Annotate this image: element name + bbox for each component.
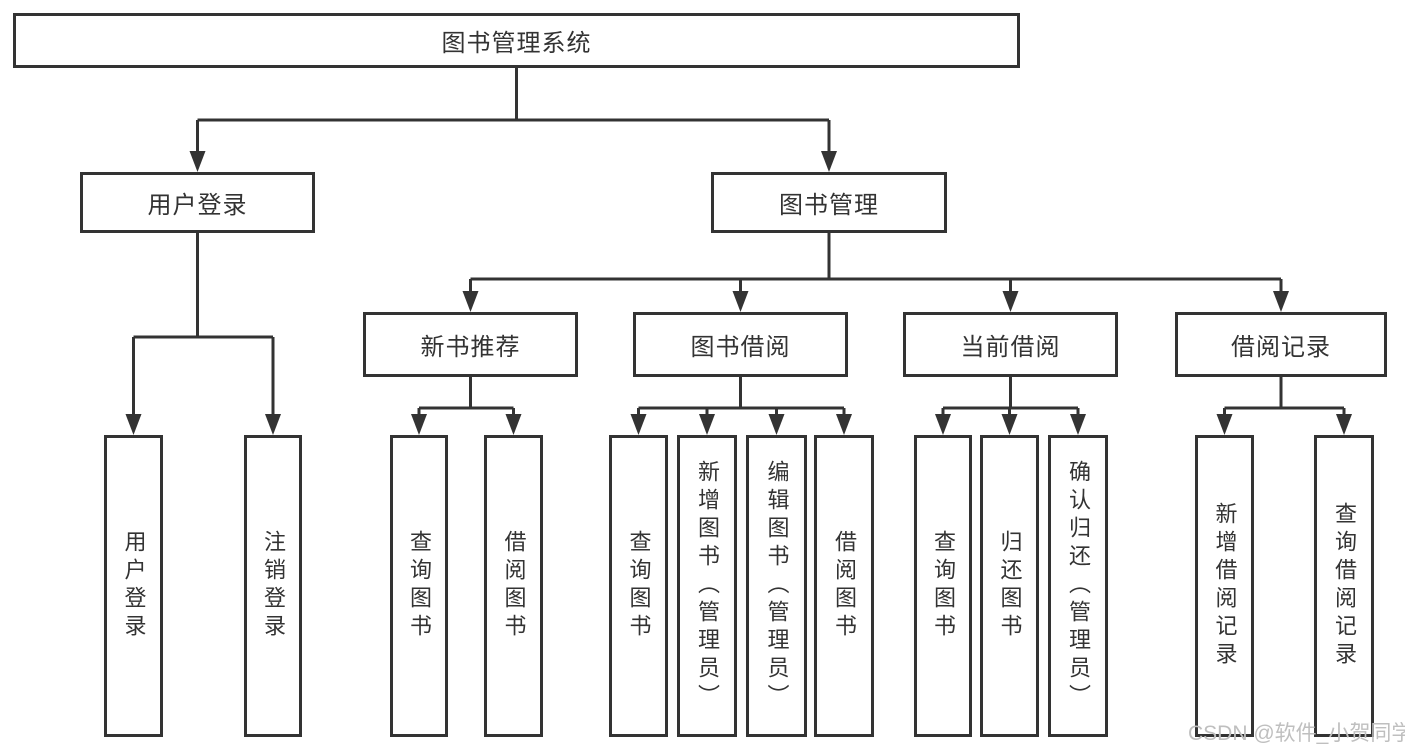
- leaf-add-borrow-record: 新增借阅记录: [1195, 435, 1254, 737]
- leaf-borrow-book: 借阅图书: [814, 435, 874, 737]
- leaf-borrow-book-recommend: 借阅图书: [484, 435, 543, 737]
- node-book-management-branch: 图书管理: [711, 172, 947, 233]
- leaf-query-borrow-record: 查询借阅记录: [1314, 435, 1374, 737]
- leaf-query-book-borrow: 查询图书: [609, 435, 668, 737]
- connector-paths: [132, 68, 1346, 425]
- leaf-edit-book-admin: 编辑图书（管理员）: [746, 435, 807, 737]
- node-book-borrowing: 图书借阅: [633, 312, 848, 377]
- leaf-return-book: 归还图书: [980, 435, 1039, 737]
- leaf-query-book-current: 查询图书: [914, 435, 972, 737]
- leaf-add-book-admin: 新增图书（管理员）: [677, 435, 737, 737]
- leaf-query-book-recommend: 查询图书: [390, 435, 448, 737]
- node-current-borrowing: 当前借阅: [903, 312, 1118, 377]
- csdn-watermark: CSDN @软件_小贺同学: [1188, 722, 1405, 745]
- leaf-confirm-return-admin: 确认归还（管理员）: [1048, 435, 1108, 737]
- node-user-login-branch: 用户登录: [80, 172, 315, 233]
- leaf-user-login: 用户登录: [104, 435, 163, 737]
- node-new-book-recommend: 新书推荐: [363, 312, 578, 377]
- node-borrowing-records: 借阅记录: [1175, 312, 1387, 377]
- node-root: 图书管理系统: [13, 13, 1020, 68]
- leaf-logout: 注销登录: [244, 435, 302, 737]
